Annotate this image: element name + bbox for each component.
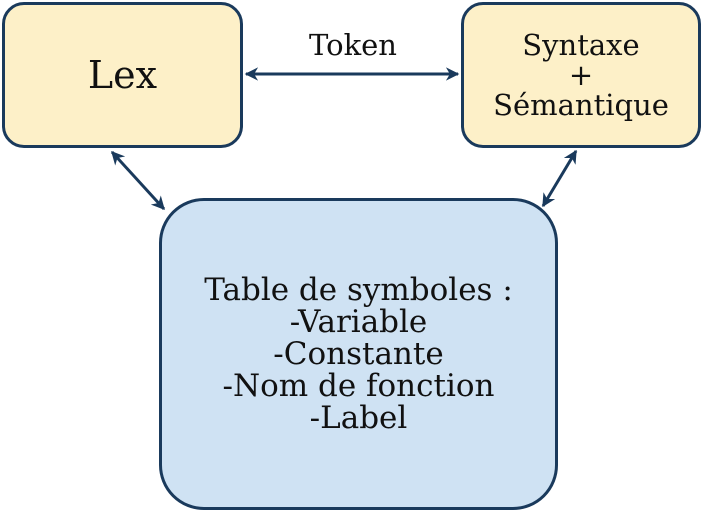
symbol-table-item-function: -Nom de fonction (222, 368, 495, 404)
symbol-table-item-variable: -Variable (289, 304, 428, 340)
syntax-line-3: Sémantique (493, 88, 669, 122)
symbol-table-item-constant: -Constante (273, 336, 444, 372)
symbol-table-item-label: -Label (309, 400, 408, 436)
lex-node: Lex (2, 2, 243, 148)
arrow-syntax-table (541, 149, 578, 208)
symbol-table-title: Table de symboles : (204, 272, 513, 308)
lex-label: Lex (87, 53, 158, 97)
syntax-line-1: Syntaxe (522, 28, 640, 62)
symbol-table-node: Table de symboles : -Variable -Constante… (159, 198, 558, 510)
arrow-lex-table (110, 150, 166, 211)
syntax-line-2: + (568, 58, 594, 92)
token-edge-label: Token (309, 28, 397, 62)
syntax-semantics-node: Syntaxe + Sémantique (461, 2, 701, 148)
